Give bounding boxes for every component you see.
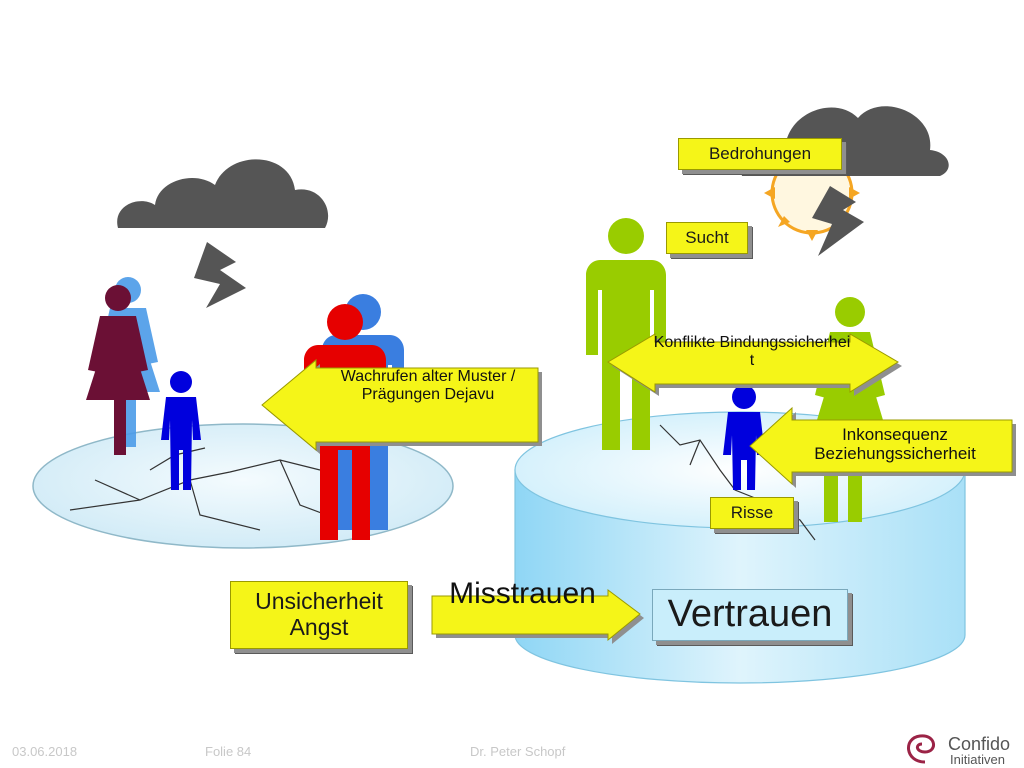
misstrauen-label: Misstrauen bbox=[449, 577, 596, 610]
vertrauen-label: Vertrauen bbox=[652, 589, 848, 641]
footer-date: 03.06.2018 bbox=[12, 744, 78, 759]
inkonsequenz-arrow-shape bbox=[749, 406, 1016, 488]
konflikte-arrow-shape bbox=[607, 333, 902, 396]
woman-figure bbox=[86, 277, 160, 455]
risse-label: Risse bbox=[710, 497, 794, 529]
confido-logo-icon bbox=[907, 734, 935, 764]
child-figure-right bbox=[723, 385, 765, 490]
wachrufen-label: Wachrufen alter Muster / Prägungen Dejav… bbox=[340, 368, 516, 403]
sucht-label: Sucht bbox=[666, 222, 748, 254]
wachrufen-arrow-shape bbox=[261, 358, 542, 454]
bedrohungen-label: Bedrohungen bbox=[678, 138, 842, 170]
footer-slide-number: Folie 84 bbox=[205, 744, 252, 759]
lightning-left-icon bbox=[194, 242, 246, 308]
storm-cloud-left-icon bbox=[117, 159, 329, 228]
unsicherheit-label: Unsicherheit Angst bbox=[230, 581, 408, 649]
logo-subtitle: Initiativen bbox=[950, 752, 1005, 767]
misstrauen-arrow-shape bbox=[431, 589, 644, 644]
child-figure-left bbox=[161, 371, 201, 490]
inkonsequenz-label: Inkonsequenz Beziehungssicherheit bbox=[814, 425, 976, 464]
konflikte-label: Konflikte Bindungssicherheit bbox=[653, 334, 851, 369]
logo-name: Confido bbox=[948, 734, 1011, 754]
footer-author: Dr. Peter Schopf bbox=[470, 744, 566, 759]
lightning-right-icon bbox=[812, 186, 864, 256]
